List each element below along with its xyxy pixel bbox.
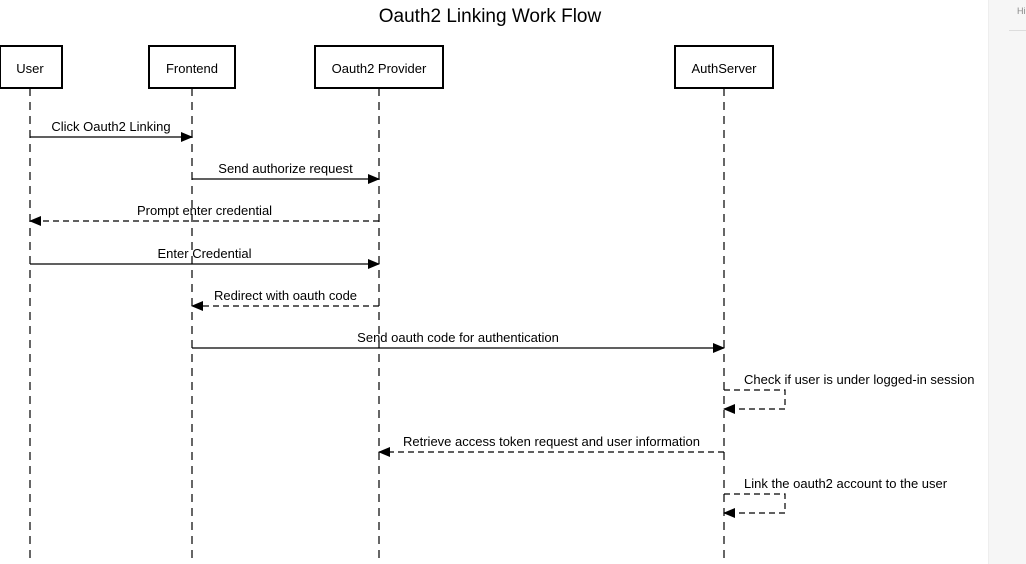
message-label: Link the oauth2 account to the user [744, 476, 948, 491]
self-message-arrow [723, 493, 786, 518]
message-label: Retrieve access token request and user i… [403, 434, 700, 449]
participant-label-provider: Oauth2 Provider [332, 61, 427, 76]
participant-box-authserver [674, 45, 774, 89]
side-panel: Hi [988, 0, 1026, 564]
diagram-title: Oauth2 Linking Work Flow [379, 6, 602, 27]
message-label: Send oauth code for authentication [357, 330, 559, 345]
sequence-diagram: Oauth2 Linking Work Flow User Frontend Oau… [0, 6, 975, 564]
message-label: Enter Credential [158, 246, 252, 261]
participant-label-frontend: Frontend [166, 61, 218, 76]
side-panel-label: Hi [1017, 6, 1026, 16]
participant-box-user [0, 45, 63, 89]
message-label: Send authorize request [218, 161, 353, 176]
participant-boxes: User Frontend Oauth2 Provider AuthServer [0, 45, 774, 89]
self-message-arrow [723, 389, 786, 414]
participant-label-user: User [16, 61, 44, 76]
participant-label-authserver: AuthServer [691, 61, 757, 76]
participant-box-frontend [148, 45, 236, 89]
message-label: Redirect with oauth code [214, 288, 357, 303]
message-label: Prompt enter credential [137, 203, 272, 218]
participant-box-provider [314, 45, 444, 89]
message-label: Check if user is under logged-in session [744, 372, 975, 387]
side-panel-divider [1009, 30, 1026, 31]
message-label: Click Oauth2 Linking [51, 119, 170, 134]
lifelines [29, 88, 725, 564]
